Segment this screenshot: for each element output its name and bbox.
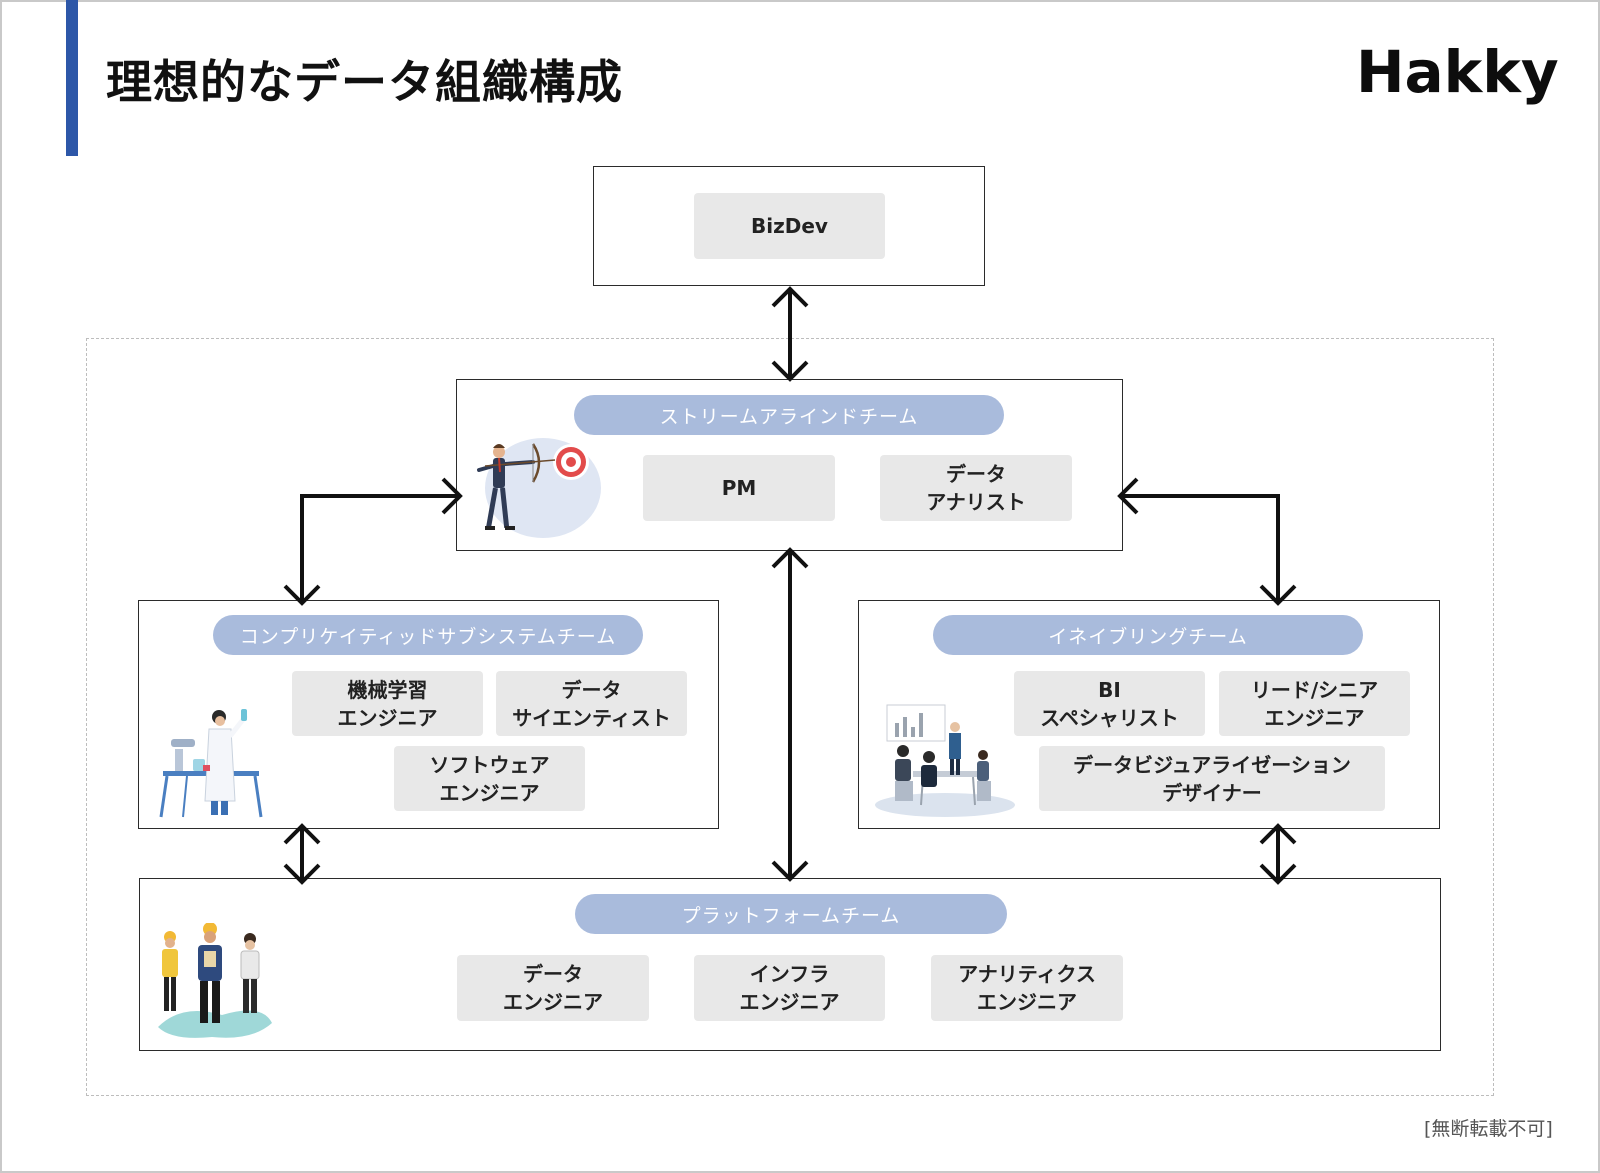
meeting-illustration	[875, 704, 1015, 817]
complicated-subsystem-team-label: コンプリケイティッドサブシステムチーム	[213, 615, 643, 655]
stream-aligned-team-box: ストリームアラインドチーム PM データ アナリスト	[456, 379, 1123, 551]
complicated-subsystem-team-box: コンプリケイティッドサブシステムチーム 機械学習 エンジニア データ サイエンテ…	[138, 600, 719, 829]
platform-team-label: プラットフォームチーム	[575, 894, 1007, 934]
role-bi-specialist: BI スペシャリスト	[1014, 671, 1205, 736]
role-ml-engineer: 機械学習 エンジニア	[292, 671, 483, 736]
title-accent-bar	[66, 0, 78, 156]
stream-aligned-team-label: ストリームアラインドチーム	[574, 395, 1004, 435]
brand-logo: Hakky	[1356, 38, 1559, 106]
role-infra-engineer: インフラ エンジニア	[694, 955, 885, 1021]
role-data-analyst: データ アナリスト	[880, 455, 1072, 521]
workers-illustration	[158, 923, 272, 1038]
archer-illustration	[477, 438, 601, 538]
role-pm: PM	[643, 455, 835, 521]
page-title: 理想的なデータ組織構成	[106, 55, 623, 109]
enabling-team-box: イネイブリングチーム BI スペシャリスト リード/シニア エンジニア データビ…	[858, 600, 1440, 829]
role-lead-senior-engineer: リード/シニア エンジニア	[1219, 671, 1410, 736]
scientist-illustration	[159, 709, 263, 818]
role-bizdev: BizDev	[694, 193, 885, 259]
role-software-engineer: ソフトウェア エンジニア	[394, 746, 585, 811]
role-data-engineer: データ エンジニア	[457, 955, 649, 1021]
role-analytics-engineer: アナリティクス エンジニア	[931, 955, 1123, 1021]
enabling-team-label: イネイブリングチーム	[933, 615, 1363, 655]
role-data-visualization-designer: データビジュアライゼーション デザイナー	[1039, 746, 1385, 811]
platform-team-box: プラットフォームチーム データ エンジニア インフラ エンジニア アナリティクス…	[139, 878, 1441, 1051]
role-data-scientist: データ サイエンティスト	[496, 671, 687, 736]
arrow-stream-complicated	[300, 494, 458, 602]
copyright-note: [無断転載不可]	[1424, 1118, 1553, 1140]
arrow-stream-enabling	[1122, 494, 1280, 602]
bizdev-box: BizDev	[593, 166, 985, 286]
